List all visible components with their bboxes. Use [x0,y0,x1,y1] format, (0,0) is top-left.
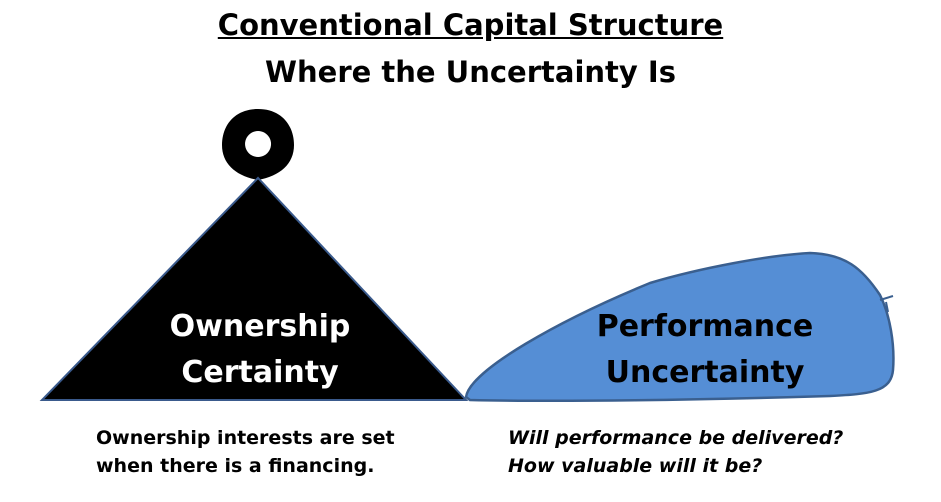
left-caption-line2: when there is a financing. [96,455,375,477]
weight-icon [39,109,469,401]
weight-ring [222,109,294,180]
weight-label-line1: Ownership [169,309,351,344]
bag-tie [879,295,894,313]
left-caption-line1: Ownership interests are set [96,427,395,449]
diagram-subtitle: Where the Uncertainty Is [265,55,676,89]
bag-label-line1: Performance [596,309,814,344]
weight-label-line2: Certainty [181,355,339,390]
left-caption: Ownership interests are set when there i… [96,424,395,480]
money-bag-icon [464,251,895,403]
right-caption-line2: How valuable will it be? [508,455,763,477]
bag-shape [464,251,895,403]
bag-label-line2: Uncertainty [605,355,805,390]
performance-uncertainty-label: Performance Uncertainty [570,304,840,396]
ownership-certainty-label: Ownership Certainty [150,304,370,396]
weight-triangle [39,176,469,401]
right-caption-line1: Will performance be delivered? [508,427,844,449]
diagram-title: Conventional Capital Structure [217,8,724,42]
right-caption: Will performance be delivered? How valua… [508,424,843,480]
